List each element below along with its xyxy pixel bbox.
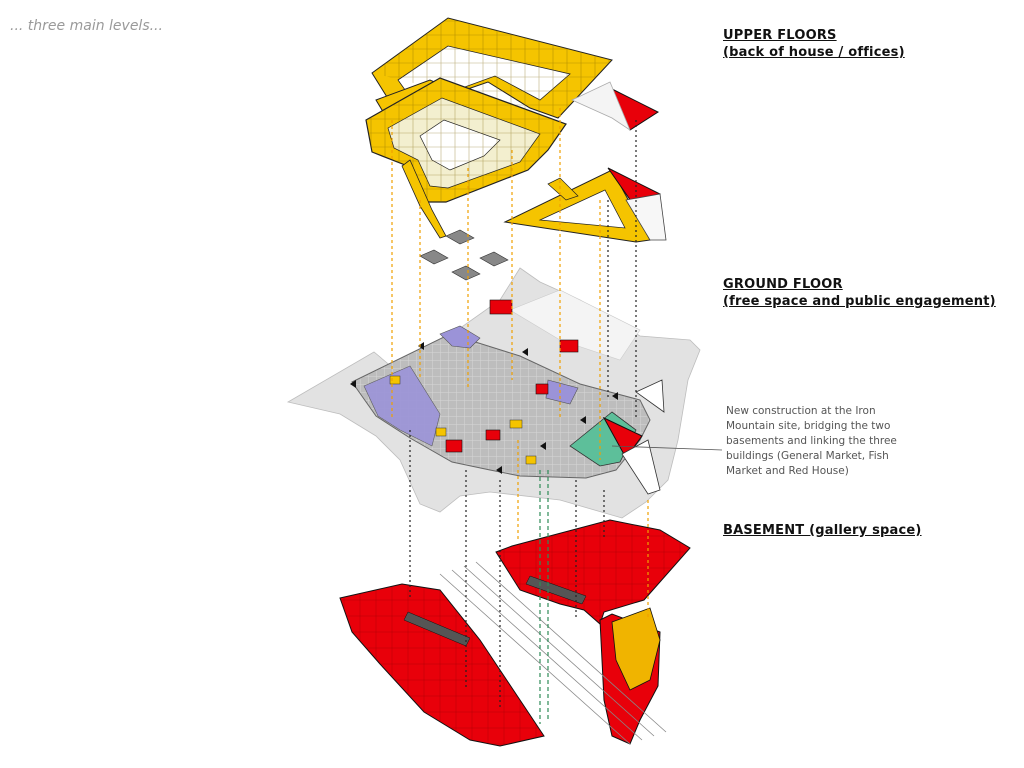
public-space-north <box>439 325 481 349</box>
ground-floor-subtitle: (free space and public engagement) <box>723 294 996 309</box>
basement-heading: BASEMENT (gallery space) <box>723 522 922 539</box>
red-entrance-block-1 <box>489 299 513 315</box>
ground-floor-heading: GROUND FLOOR (free space and public enga… <box>723 276 996 310</box>
basement-yellow-plan <box>611 607 661 691</box>
ground-white-triangle-east <box>635 379 665 413</box>
white-context-building <box>509 289 641 361</box>
annotation-leader-line <box>611 445 723 451</box>
circulation-arrows <box>350 342 618 474</box>
red-entrance-block-3 <box>445 439 463 453</box>
basement-level <box>339 519 691 747</box>
ground-floor-level <box>286 267 701 519</box>
basement-east-plan-pattern <box>496 520 690 624</box>
upper-floors-title: UPPER FLOORS <box>723 28 837 43</box>
stair-core-blocks <box>419 229 509 281</box>
basement-west-plan-pattern <box>340 584 544 746</box>
annotation-line: basements and linking the three <box>726 435 897 447</box>
rail-tracks <box>439 561 667 745</box>
new-construction-annotation: New construction at the Iron Mountain si… <box>726 404 916 479</box>
annotation-line: buildings (General Market, Fish <box>726 450 889 462</box>
red-entrance-block-4 <box>485 429 501 441</box>
red-entrance-block-5 <box>535 383 549 395</box>
public-space-west <box>363 365 441 447</box>
caption: ... three main levels... <box>10 18 163 34</box>
ground-white-wedge <box>621 439 661 495</box>
yellow-core-markers <box>389 375 537 465</box>
annotation-line: Mountain site, bridging the two <box>726 420 891 432</box>
upper-floors-heading: UPPER FLOORS (back of house / offices) <box>723 27 905 61</box>
annotation-line: New construction at the Iron <box>726 405 876 417</box>
upper-floors-level <box>365 17 667 281</box>
upper-floors-subtitle: (back of house / offices) <box>723 45 905 60</box>
annotation-line: Market and Red House) <box>726 465 849 477</box>
upper-floor-main-plan <box>365 77 567 239</box>
ground-floor-title: GROUND FLOOR <box>723 277 843 292</box>
basement-title: BASEMENT (gallery space) <box>723 523 922 538</box>
red-entrance-block-2 <box>559 339 579 353</box>
vertical-connector-lines <box>391 108 649 724</box>
upper-floor-triangle-plan <box>503 169 651 243</box>
upper-white-wedge-top <box>571 81 631 132</box>
